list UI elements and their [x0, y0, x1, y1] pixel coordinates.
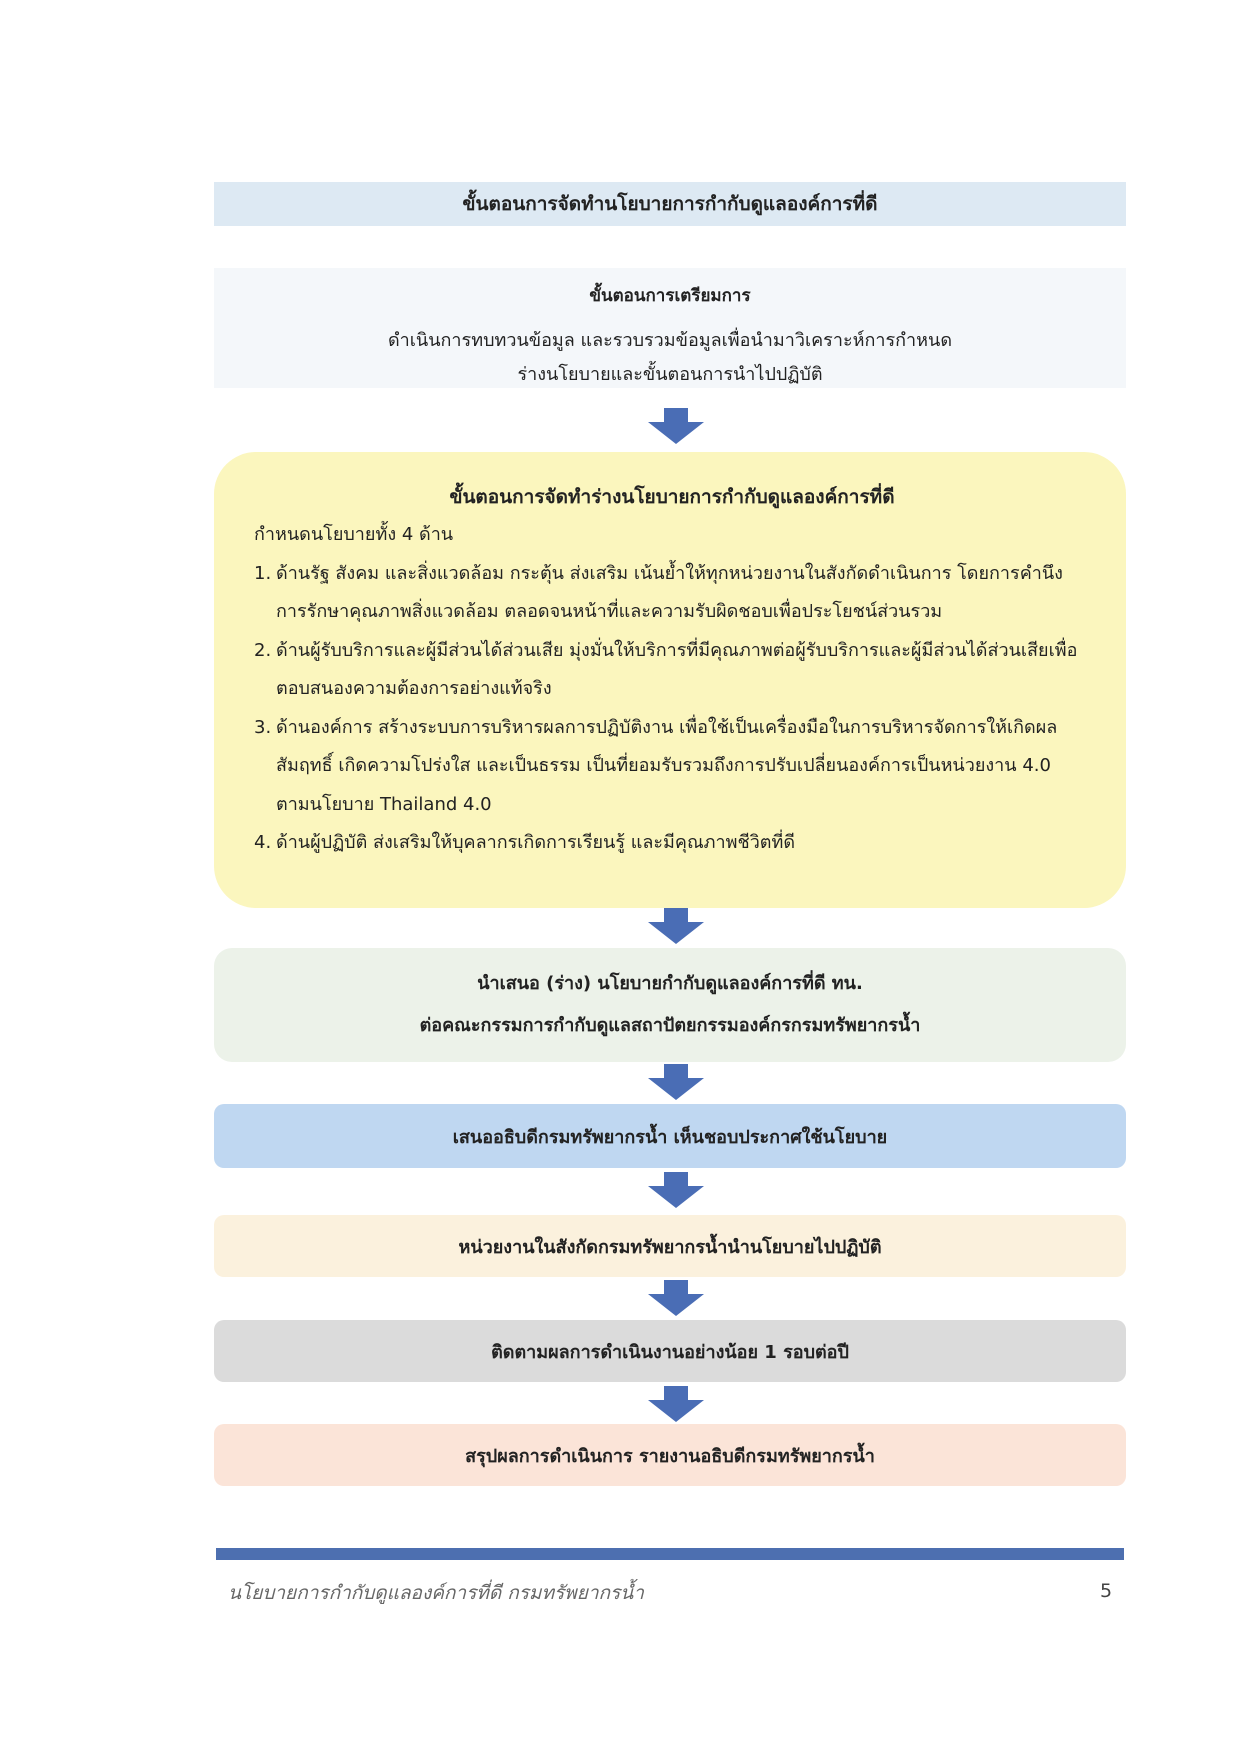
- report-step: สรุปผลการดำเนินการ รายงานอธิบดีกรมทรัพยา…: [214, 1424, 1126, 1486]
- footer-divider: [216, 1548, 1124, 1560]
- list-item: 4. ด้านผู้ปฏิบัติ ส่งเสริมให้บุคลากรเกิด…: [254, 824, 1090, 863]
- propose-line-1: นำเสนอ (ร่าง) นโยบายกำกับดูแลองค์การที่ด…: [477, 973, 863, 994]
- list-item-text: ด้านผู้รับบริการและผู้มีส่วนได้ส่วนเสีย …: [276, 639, 1078, 700]
- preparation-heading: ขั้นตอนการเตรียมการ: [589, 286, 751, 306]
- arrow-down-icon: [648, 1064, 704, 1100]
- list-item-number: 3.: [254, 716, 272, 738]
- list-item: 2. ด้านผู้รับบริการและผู้มีส่วนได้ส่วนเส…: [254, 632, 1090, 709]
- list-item-number: 1.: [254, 562, 272, 584]
- page-title: ขั้นตอนการจัดทำนโยบายการกำกับดูแลองค์การ…: [214, 182, 1126, 226]
- arrow-down-icon: [648, 1280, 704, 1316]
- list-item-text: ด้านองค์การ สร้างระบบการบริหารผลการปฏิบั…: [276, 716, 1058, 815]
- approve-text: เสนออธิบดีกรมทรัพยากรน้ำ เห็นชอบประกาศใช…: [452, 1126, 888, 1148]
- page-number: 5: [1100, 1580, 1113, 1602]
- arrow-down-icon: [648, 408, 704, 444]
- arrow-down-icon: [648, 908, 704, 944]
- approve-step: เสนออธิบดีกรมทรัพยากรน้ำ เห็นชอบประกาศใช…: [214, 1104, 1126, 1168]
- list-item-number: 2.: [254, 639, 272, 661]
- footer-text: นโยบายการกำกับดูแลองค์การที่ดี กรมทรัพยา…: [228, 1582, 644, 1604]
- arrow-down-icon: [648, 1386, 704, 1422]
- monitor-step: ติดตามผลการดำเนินงานอย่างน้อย 1 รอบต่อปี: [214, 1320, 1126, 1382]
- draft-policy-step: ขั้นตอนการจัดทำร่างนโยบายการกำกับดูแลองค…: [214, 452, 1126, 908]
- list-item-number: 4.: [254, 832, 272, 853]
- preparation-step: ขั้นตอนการเตรียมการ ดำเนินการทบทวนข้อมูล…: [214, 268, 1126, 388]
- list-item: 1. ด้านรัฐ สังคม และสิ่งแวดล้อม กระตุ้น …: [254, 555, 1090, 632]
- draft-heading: ขั้นตอนการจัดทำร่างนโยบายการกำกับดูแลองค…: [449, 486, 895, 508]
- list-item-text: ด้านรัฐ สังคม และสิ่งแวดล้อม กระตุ้น ส่ง…: [276, 562, 1063, 623]
- preparation-line-2: ร่างนโยบายและขั้นตอนการนำไปปฏิบัติ: [517, 364, 823, 385]
- implement-step: หน่วยงานในสังกัดกรมทรัพยากรน้ำนำนโยบายไป…: [214, 1215, 1126, 1277]
- propose-line-2: ต่อคณะกรรมการกำกับดูแลสถาปัตยกรรมองค์กรก…: [419, 1015, 921, 1036]
- implement-text: หน่วยงานในสังกัดกรมทรัพยากรน้ำนำนโยบายไป…: [458, 1236, 882, 1258]
- list-item-text: ด้านผู้ปฏิบัติ ส่งเสริมให้บุคลากรเกิดการ…: [276, 832, 796, 853]
- list-item: 3. ด้านองค์การ สร้างระบบการบริหารผลการปฏ…: [254, 709, 1090, 825]
- preparation-line-1: ดำเนินการทบทวนข้อมูล และรวบรวมข้อมูลเพื่…: [387, 330, 953, 351]
- draft-intro: กำหนดนโยบายทั้ง 4 ด้าน: [254, 524, 454, 545]
- monitor-text: ติดตามผลการดำเนินงานอย่างน้อย 1 รอบต่อปี: [491, 1341, 849, 1363]
- propose-step: นำเสนอ (ร่าง) นโยบายกำกับดูแลองค์การที่ด…: [214, 948, 1126, 1062]
- arrow-down-icon: [648, 1172, 704, 1208]
- report-text: สรุปผลการดำเนินการ รายงานอธิบดีกรมทรัพยา…: [465, 1445, 875, 1467]
